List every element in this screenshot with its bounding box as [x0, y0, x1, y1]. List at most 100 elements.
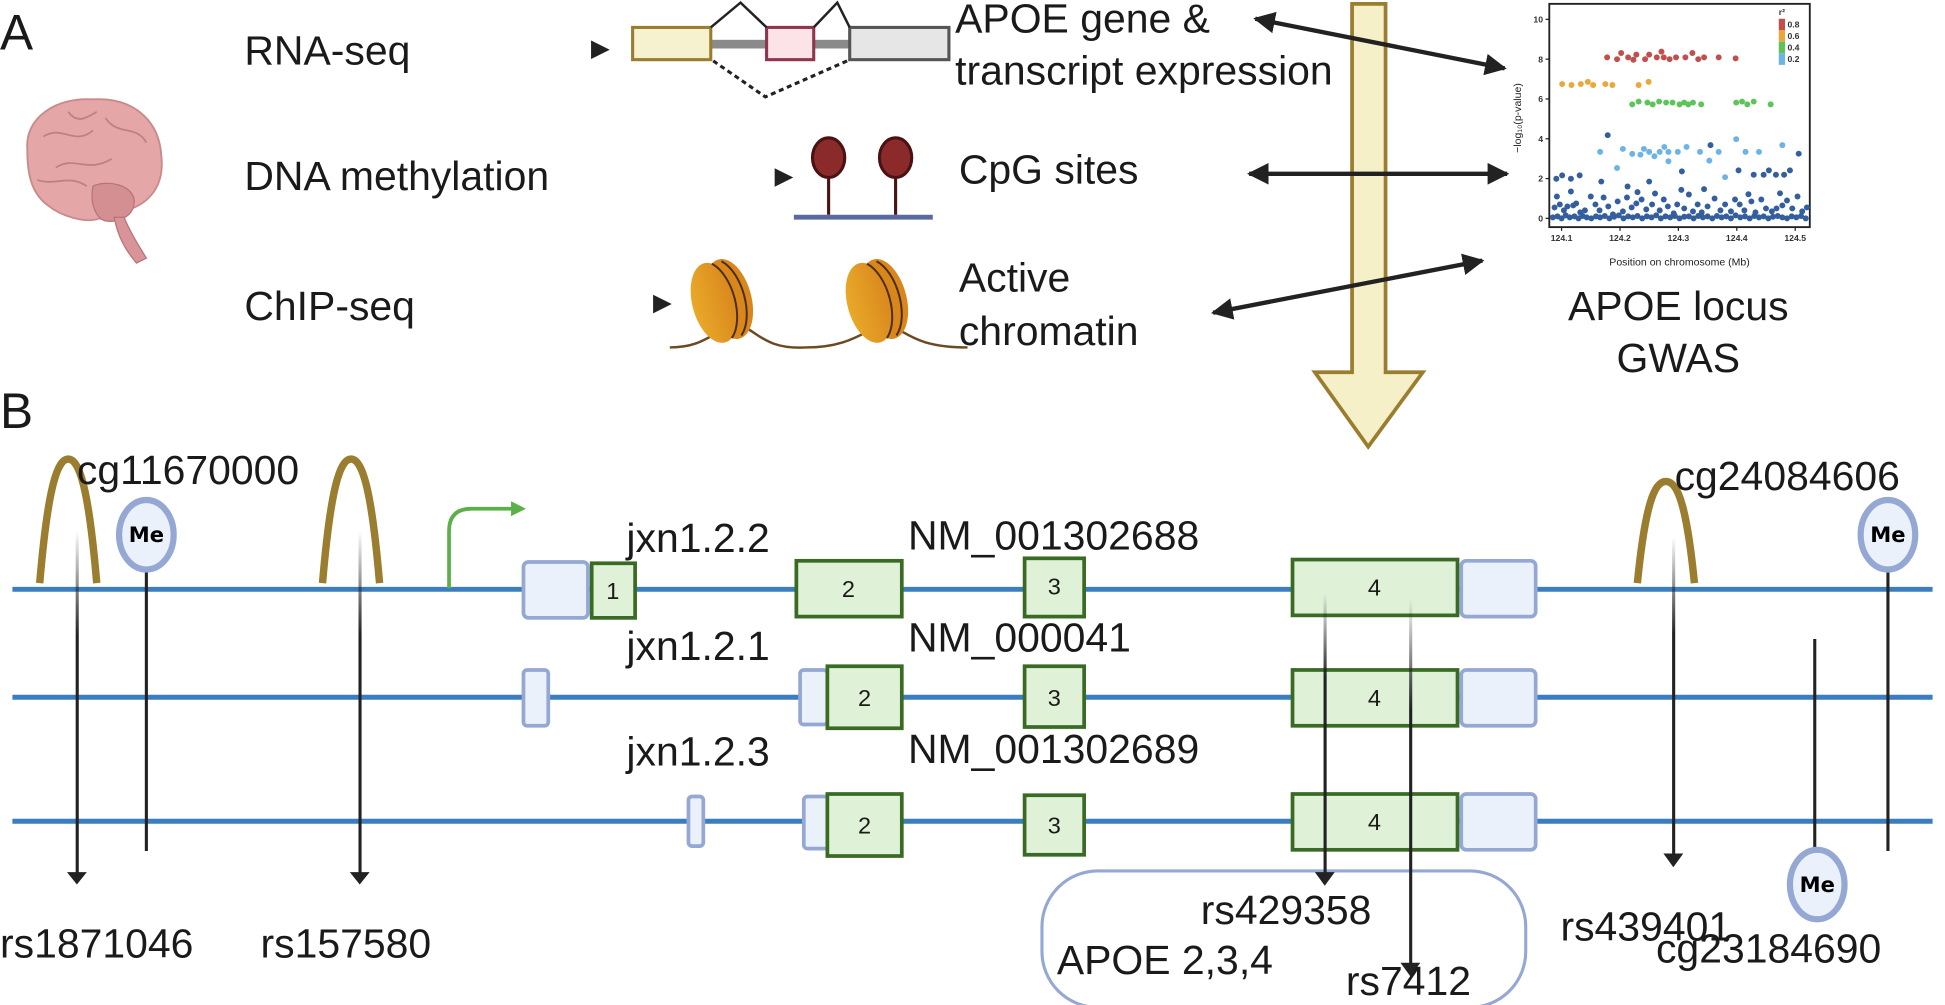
exon-2	[825, 664, 904, 731]
svg-text:Me: Me	[129, 522, 164, 547]
y-tick-label: 10	[1533, 14, 1543, 24]
gwas-point	[1751, 213, 1758, 219]
plot-frame	[1548, 2, 1811, 229]
gwas-point	[1671, 213, 1678, 219]
gwas-point	[1707, 142, 1714, 149]
gwas-point	[1590, 82, 1597, 89]
gwas-point	[1701, 54, 1708, 61]
gwas-point	[1756, 148, 1762, 155]
gwas-point	[1727, 215, 1734, 222]
gwas-point	[1553, 193, 1560, 200]
gwas-point	[1733, 99, 1740, 106]
tss-arrow-icon	[447, 501, 526, 589]
y-tick-label: 8	[1538, 54, 1543, 64]
arrowhead-icon	[1663, 853, 1684, 868]
output-expression-line2: transcript expression	[955, 47, 1333, 93]
legend-swatch	[1778, 41, 1785, 54]
y-axis-label: −log₁₀(p-value)	[1512, 83, 1524, 153]
exon-number: 4	[1368, 685, 1381, 711]
gwas-point	[1630, 56, 1637, 63]
gwas-point	[1619, 145, 1626, 152]
gwas-point	[1652, 190, 1658, 197]
input-chip-seq: ChIP-seq	[244, 283, 415, 329]
arrowhead-icon	[1314, 872, 1335, 886]
y-tick-label: 2	[1538, 174, 1543, 184]
double-arrow-chromatin-gwas	[1211, 253, 1485, 320]
gwas-point	[1674, 201, 1681, 208]
methylation-marker: Me	[115, 496, 177, 573]
gwas-point	[1597, 214, 1604, 221]
exon-number: 3	[1048, 813, 1061, 839]
exon-4	[1290, 557, 1460, 618]
gwas-point	[1606, 215, 1613, 222]
panel-label-a: A	[0, 5, 33, 61]
legend-swatch	[1778, 30, 1785, 42]
gwas-point	[1625, 213, 1632, 220]
gwas-point	[1685, 213, 1692, 220]
gwas-point	[1648, 214, 1655, 221]
gwas-point	[1558, 215, 1565, 222]
junction-label: jxn1.2.3	[625, 728, 769, 774]
gwas-point	[1772, 171, 1779, 178]
gwas-point	[1643, 213, 1650, 220]
gwas-point	[1711, 195, 1718, 202]
transcript-1: 1 2 3 4 jxn1.2.2 NM_001302688	[521, 513, 1538, 620]
svg-text:Me: Me	[1870, 522, 1905, 547]
junction-label: jxn1.2.1	[625, 623, 769, 669]
gene-splicing-icon	[631, 0, 951, 99]
panel-label-b: B	[0, 383, 33, 439]
gwas-point	[1576, 172, 1583, 179]
gwas-point	[1742, 148, 1749, 155]
gwas-point	[1661, 143, 1668, 150]
input-rna-seq: RNA-seq	[244, 28, 410, 74]
gwas-point	[1635, 82, 1642, 89]
legend-entry: 0.6	[1787, 31, 1799, 41]
snp-line-rs439401	[1672, 537, 1676, 860]
gwas-point	[1741, 207, 1748, 214]
gwas-point	[1656, 207, 1663, 214]
output-expression-line1: APOE gene &	[955, 0, 1210, 41]
gwas-point	[1553, 175, 1560, 182]
exon-number: 3	[1048, 685, 1061, 711]
gwas-point	[1732, 55, 1739, 62]
gwas-point	[1625, 54, 1632, 61]
gwas-point	[1748, 198, 1755, 205]
exon-2	[794, 558, 904, 619]
gwas-point	[1760, 171, 1767, 178]
gwas-point	[1584, 78, 1591, 85]
gwas-point	[1793, 214, 1800, 221]
utr-5prime	[686, 794, 706, 848]
gwas-point	[1802, 215, 1809, 222]
snp-label-rs7412: rs7412	[1346, 958, 1471, 1004]
gwas-point	[1639, 215, 1646, 222]
exon-number: 1	[606, 578, 619, 604]
exon-3	[1022, 664, 1086, 729]
gwas-point	[1681, 205, 1688, 212]
gwas-point	[1786, 167, 1793, 174]
utr-3prime	[1459, 792, 1538, 852]
gwas-point	[1600, 194, 1607, 201]
gwas-point	[1604, 132, 1611, 139]
gwas-point	[1733, 136, 1740, 143]
gwas-point	[1633, 51, 1640, 58]
gwas-point	[1573, 200, 1580, 207]
gwas-point	[1765, 167, 1772, 174]
snp-line-rs429358	[1323, 593, 1327, 874]
gwas-point	[1673, 54, 1680, 61]
gwas-point	[1722, 174, 1729, 181]
gwas-point	[1689, 50, 1696, 56]
gwas-point	[1709, 215, 1716, 222]
arrowhead-icon	[66, 872, 87, 885]
gwas-point	[1678, 186, 1685, 193]
gwas-point	[1656, 98, 1663, 105]
gwas-point	[1683, 143, 1690, 150]
utr-5prime	[801, 794, 831, 851]
gwas-point	[1799, 208, 1806, 215]
cpg-label-cg24084606: cg24084606	[1675, 453, 1900, 499]
gwas-point	[1704, 213, 1711, 220]
gwas-point	[1614, 56, 1621, 63]
gwas-point	[1737, 214, 1744, 221]
gwas-point	[1556, 201, 1563, 208]
gwas-point	[1795, 150, 1802, 157]
nucleosome-icon	[669, 259, 968, 349]
